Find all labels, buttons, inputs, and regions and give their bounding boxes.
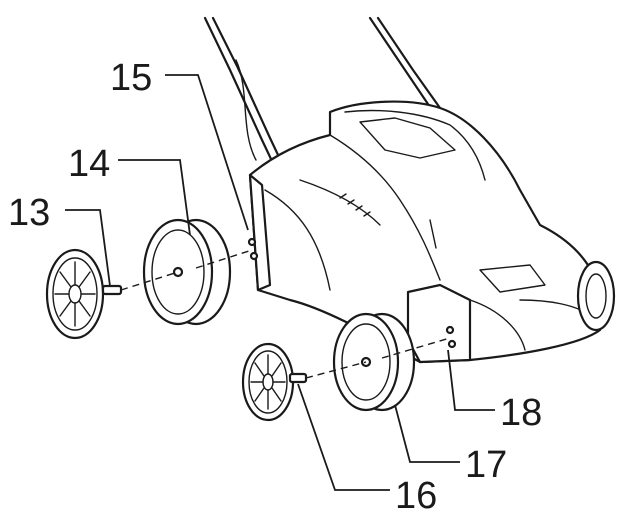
callout-13: 13: [8, 192, 50, 234]
mower-body: [247, 100, 616, 364]
callout-18: 18: [500, 392, 542, 434]
callout-14: 14: [68, 143, 110, 185]
callout-17: 17: [465, 444, 507, 486]
assembly-lines: [120, 249, 451, 379]
callout-16: 16: [395, 475, 437, 517]
rear-axle-pin: [101, 284, 123, 296]
front-hubcap: [241, 342, 295, 422]
rear-wheel: [142, 218, 232, 326]
rear-hubcap: [45, 248, 105, 340]
leader-lines: [65, 74, 495, 491]
callout-15: 15: [110, 57, 152, 99]
front-wheel: [332, 312, 416, 412]
front-axle-pin: [288, 372, 308, 384]
